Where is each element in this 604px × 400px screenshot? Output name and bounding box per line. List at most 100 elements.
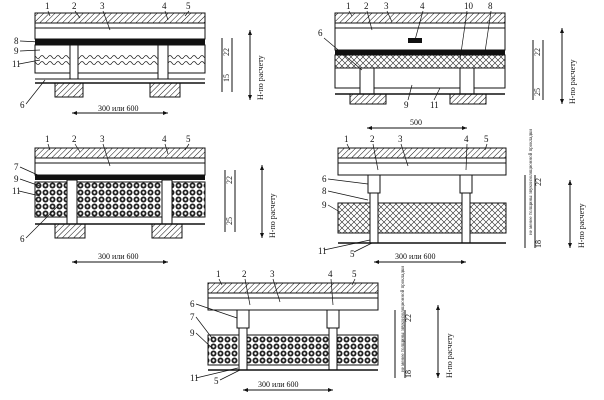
callout-3: 3 — [384, 1, 389, 11]
joist-right — [326, 309, 340, 329]
slab-layer — [207, 297, 379, 311]
insulation-layer — [337, 202, 507, 234]
sound-insulation-layer — [35, 175, 205, 180]
callout-9: 9 — [404, 100, 409, 110]
callout-labels: 1 2 3 4 5 6 7 9 11 5 — [190, 269, 357, 386]
joist-left — [359, 67, 375, 95]
height-label: Н-по расчету — [256, 55, 265, 100]
callout-labels: 1 2 3 4 5 8 9 11 6 — [12, 1, 191, 110]
dim-top: 22 — [222, 48, 231, 56]
support-post-right — [461, 192, 471, 244]
callout-labels: 1 2 3 4 5 6 8 9 11 5 — [318, 134, 489, 259]
callout-5b: 5 — [214, 376, 219, 386]
diagram-1: 1 2 3 4 5 8 9 11 6 300 или 600 22 15 Н-п… — [12, 1, 265, 115]
dim-mid: 25 — [225, 217, 234, 225]
granular-fill-left — [34, 181, 68, 218]
callout-3: 3 — [100, 134, 105, 144]
callout-4: 4 — [464, 134, 469, 144]
clip-mark — [408, 38, 422, 43]
callout-6: 6 — [20, 234, 25, 244]
callout-10: 10 — [464, 1, 474, 11]
callout-2: 2 — [72, 134, 77, 144]
joist-left — [66, 179, 78, 225]
callout-6: 6 — [20, 100, 25, 110]
underlay-layer — [34, 157, 206, 164]
callout-labels: 1 2 3 4 10 8 6 9 11 — [318, 1, 493, 110]
underlay-layer — [34, 22, 206, 29]
joist-right — [459, 174, 473, 194]
insulation-fill-left — [35, 55, 70, 67]
callout-7: 7 — [14, 162, 19, 172]
diagram-4: 1 2 3 4 5 6 8 9 11 5 300 или 600 не мене… — [318, 129, 586, 264]
floor-board-layer — [337, 147, 507, 159]
callout-2: 2 — [72, 1, 77, 11]
underlay-layer — [334, 22, 506, 29]
support-post-left — [238, 327, 248, 371]
callout-11: 11 — [430, 100, 439, 110]
callout-6: 6 — [318, 28, 323, 38]
dim-top: 22 — [533, 48, 542, 56]
inner-note: не менее толщины звукоизоляционной прокл… — [529, 129, 534, 235]
sound-insulation-layer — [35, 39, 205, 45]
callout-4: 4 — [162, 134, 167, 144]
granular-fill-center — [76, 181, 163, 218]
span-dimension: 300 или 600 — [258, 380, 299, 389]
callout-3: 3 — [100, 1, 105, 11]
joist-left — [69, 44, 79, 80]
inner-note: не менее толщины звукоизоляционной прокл… — [401, 266, 406, 372]
joist-right — [459, 67, 475, 95]
callout-2: 2 — [242, 269, 247, 279]
callout-6: 6 — [190, 299, 195, 309]
diagram-2: 1 2 3 4 10 8 6 9 11 500 22 25 Н-по расче… — [318, 1, 577, 130]
callout-5b: 5 — [350, 249, 355, 259]
joist-right — [157, 44, 169, 80]
callout-3: 3 — [398, 134, 403, 144]
granular-fill-right — [171, 181, 206, 218]
callout-7: 7 — [190, 312, 195, 322]
dim-mid: 18 — [534, 240, 543, 248]
callout-1: 1 — [45, 134, 50, 144]
dim-top: 22 — [534, 178, 543, 186]
callout-1: 1 — [344, 134, 349, 144]
callout-4: 4 — [420, 1, 425, 11]
callout-5: 5 — [352, 269, 357, 279]
span-dimension: 300 или 600 — [395, 252, 436, 261]
callout-8: 8 — [14, 36, 19, 46]
callout-labels: 1 2 3 4 5 7 9 11 6 — [12, 134, 191, 244]
dim-top: 22 — [404, 314, 413, 322]
support-post-right — [328, 327, 338, 371]
callout-11: 11 — [12, 186, 21, 196]
span-dimension: 300 или 600 — [98, 252, 139, 261]
callout-5: 5 — [186, 134, 191, 144]
callout-1: 1 — [346, 1, 351, 11]
joist-right — [161, 179, 173, 225]
insulation-fill-right — [168, 55, 205, 67]
dim-mid: 25 — [533, 88, 542, 96]
callout-6: 6 — [322, 174, 327, 184]
floor-board-layer — [34, 12, 206, 24]
dim-mid: 15 — [222, 74, 231, 82]
support-block-left — [349, 93, 387, 105]
callout-11: 11 — [12, 59, 21, 69]
slab-layer — [337, 162, 507, 176]
granular-fill — [207, 334, 379, 366]
height-label: Н-по расчету — [568, 59, 577, 104]
diagram-5: 1 2 3 4 5 6 7 9 11 5 300 или 600 не мене… — [190, 266, 454, 392]
dim-top: 22 — [225, 176, 234, 184]
callout-1: 1 — [45, 1, 50, 11]
support-post-left — [369, 192, 379, 244]
height-label: Н-по расчету — [445, 333, 454, 378]
callout-4: 4 — [162, 1, 167, 11]
joist-left — [367, 174, 381, 194]
support-block-left — [54, 223, 86, 239]
height-label: Н-по расчету — [577, 203, 586, 248]
span-dimension: 300 или 600 — [98, 104, 139, 113]
sound-insulation-layer — [335, 50, 505, 55]
callout-9: 9 — [190, 328, 195, 338]
callout-4: 4 — [328, 269, 333, 279]
callout-8: 8 — [322, 186, 327, 196]
callout-11: 11 — [318, 246, 327, 256]
callout-5: 5 — [186, 1, 191, 11]
joist-left — [236, 309, 250, 329]
